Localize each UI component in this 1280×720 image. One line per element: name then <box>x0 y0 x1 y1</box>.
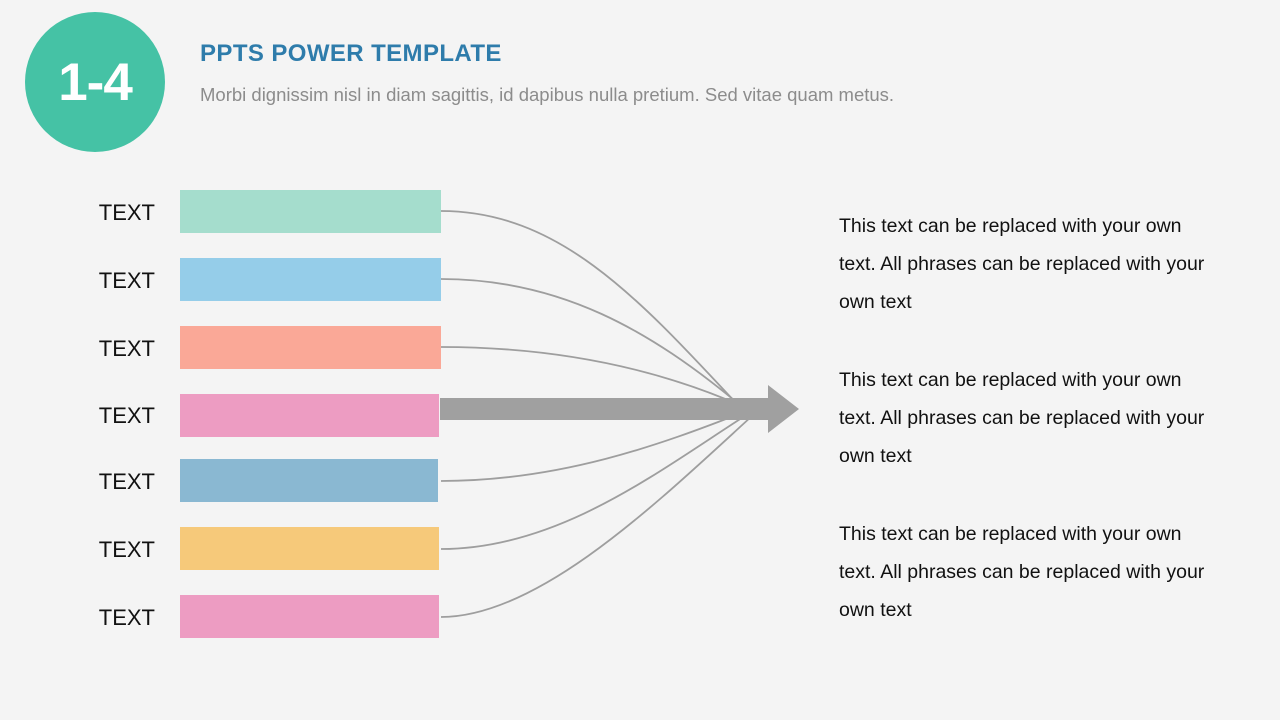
description-block-1: This text can be replaced with your own … <box>839 215 1205 313</box>
main-arrow <box>440 385 799 433</box>
connector-line-6 <box>440 413 749 550</box>
page-subtitle: Morbi dignissim nisl in diam sagittis, i… <box>200 83 895 105</box>
category-bar-5[interactable] <box>180 459 438 502</box>
category-bar-7[interactable] <box>180 595 439 638</box>
row-label-1: TEXT <box>98 200 155 225</box>
connector-line-1 <box>440 210 738 405</box>
connector-line-7 <box>440 415 753 618</box>
connector-line-3 <box>440 346 743 407</box>
row-label-6: TEXT <box>98 537 155 562</box>
category-bar-3[interactable] <box>180 326 441 369</box>
description-block-3: This text can be replaced with your own … <box>839 523 1205 621</box>
category-bar-1[interactable] <box>180 190 441 233</box>
category-bar-6[interactable] <box>180 527 439 570</box>
row-label-7: TEXT <box>98 605 155 630</box>
header-text-group: PPTS POWER TEMPLATE Morbi dignissim nisl… <box>200 40 1250 106</box>
step-badge: 1-4 <box>25 12 165 152</box>
connector-line-5 <box>440 411 745 482</box>
row-label-4: TEXT <box>98 403 155 428</box>
step-badge-label: 1-4 <box>58 52 133 112</box>
connector-line-2 <box>440 278 741 406</box>
row-label-5: TEXT <box>98 469 155 494</box>
category-bar-2[interactable] <box>180 258 441 301</box>
description-block-2: This text can be replaced with your own … <box>839 369 1205 467</box>
category-bar-4[interactable] <box>180 394 439 437</box>
page-title: PPTS POWER TEMPLATE <box>200 40 502 67</box>
row-label-3: TEXT <box>98 336 155 361</box>
row-label-2: TEXT <box>98 268 155 293</box>
